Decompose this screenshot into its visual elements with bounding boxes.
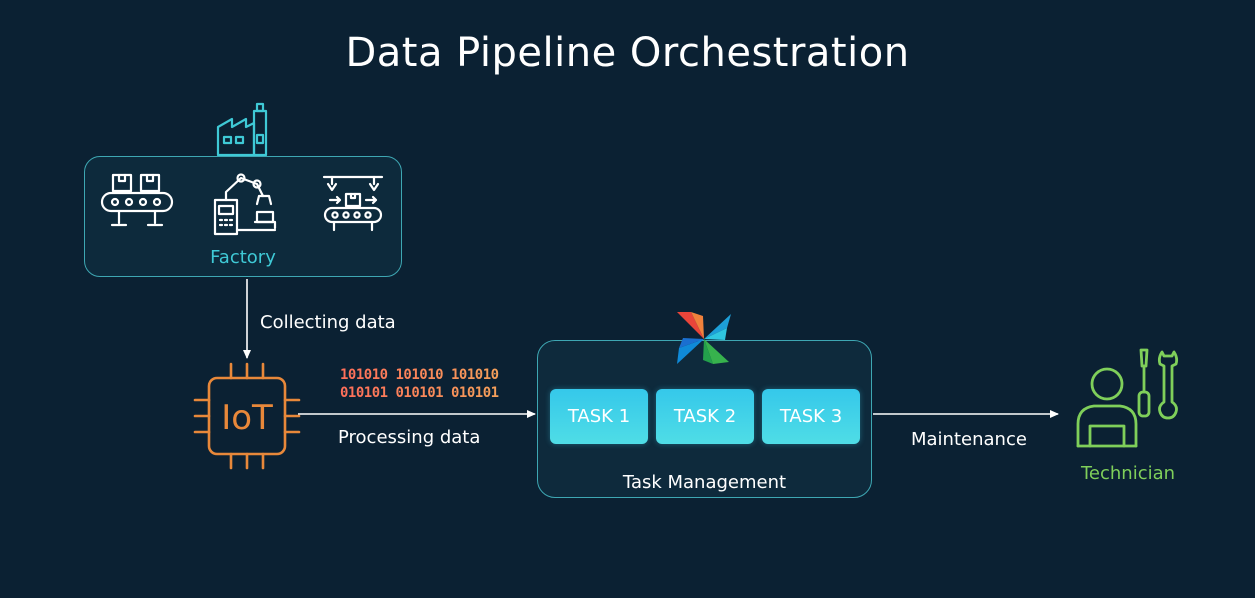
technician-label: Technician xyxy=(1080,463,1176,484)
task-1: TASK 1 xyxy=(550,389,648,444)
factory-label: Factory xyxy=(210,247,276,268)
task-3: TASK 3 xyxy=(762,389,860,444)
factory-icon xyxy=(216,102,268,157)
binary-row-2: 010101 010101 010101 xyxy=(340,385,499,401)
technician-icon xyxy=(1076,348,1179,448)
maintenance-label: Maintenance xyxy=(911,429,1027,450)
collecting-data-label: Collecting data xyxy=(260,312,396,333)
robot-arm-icon xyxy=(213,173,277,236)
assembly-line-icon xyxy=(322,175,384,232)
conveyor-icon xyxy=(100,173,174,227)
processing-data-label: Processing data xyxy=(338,427,481,448)
task-management-label: Task Management xyxy=(622,472,787,493)
iot-chip-icon: IoT xyxy=(193,362,301,470)
binary-row-1: 101010 101010 101010 xyxy=(340,367,499,383)
task-2: TASK 2 xyxy=(656,389,754,444)
iot-chip-text: IoT xyxy=(221,398,273,438)
page-title: Data Pipeline Orchestration xyxy=(345,30,910,76)
airflow-pinwheel-icon xyxy=(677,312,731,364)
